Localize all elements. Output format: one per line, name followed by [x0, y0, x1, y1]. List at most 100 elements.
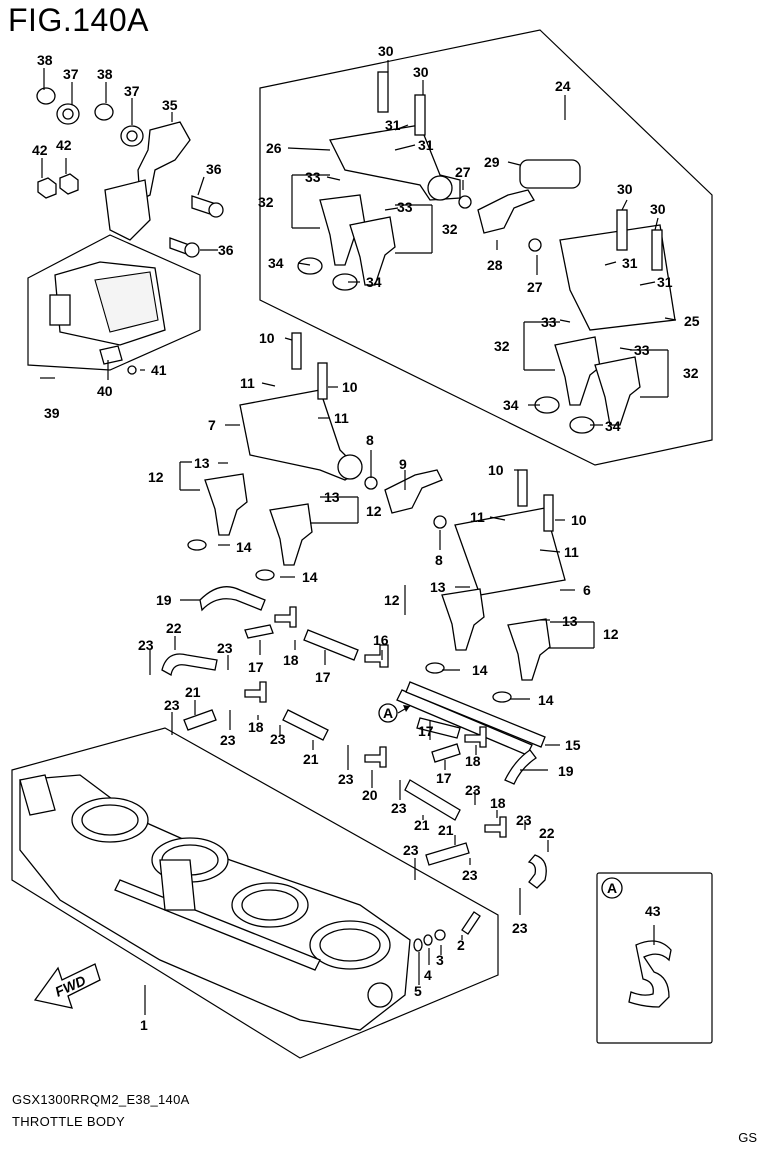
part-label-34b: 34 — [366, 274, 382, 290]
part-label-3: 3 — [436, 952, 444, 968]
part-label-12d: 12 — [603, 626, 619, 642]
detail-a-label: A — [607, 880, 617, 896]
part-label-11c: 11 — [470, 509, 485, 525]
part-label-11b: 11 — [334, 410, 349, 426]
part-label-14b: 14 — [302, 569, 318, 585]
part-label-20: 20 — [362, 787, 378, 803]
part-label-42b: 42 — [56, 137, 72, 153]
part-label-34a: 34 — [268, 255, 284, 271]
part-label-27b: 27 — [527, 279, 543, 295]
part-label-30b: 30 — [413, 64, 429, 80]
part-label-18c: 18 — [465, 753, 481, 769]
upper-fuel-rails — [297, 71, 676, 434]
part-label-33a: 33 — [305, 169, 321, 185]
part-label-23i: 23 — [516, 812, 532, 828]
part-label-14c: 14 — [472, 662, 488, 678]
part-label-32a: 32 — [258, 194, 274, 210]
part-label-7: 7 — [208, 417, 216, 433]
part-label-21c: 21 — [414, 817, 430, 833]
part-label-22a: 22 — [166, 620, 182, 636]
part-label-23j: 23 — [403, 842, 419, 858]
part-label-21b: 21 — [303, 751, 319, 767]
part-label-23h: 23 — [465, 782, 481, 798]
part-label-33b: 33 — [397, 199, 413, 215]
part-label-13c: 13 — [430, 579, 446, 595]
part-label-11d: 11 — [564, 544, 579, 560]
leader-lines — [40, 60, 677, 1015]
part-label-23a: 23 — [138, 637, 154, 653]
part-label-31d: 31 — [657, 274, 673, 290]
region-code: GS — [738, 1130, 757, 1145]
part-label-12a: 12 — [148, 469, 164, 485]
part-label-35: 35 — [162, 97, 178, 113]
part-label-23g: 23 — [391, 800, 407, 816]
part-label-12b: 12 — [366, 503, 382, 519]
part-label-30d: 30 — [650, 201, 666, 217]
part-label-10b: 10 — [342, 379, 358, 395]
part-label-1: 1 — [140, 1017, 148, 1033]
part-label-31a: 31 — [385, 117, 401, 133]
part-label-23l: 23 — [512, 920, 528, 936]
part-label-29: 29 — [484, 154, 500, 170]
part-label-26: 26 — [266, 140, 282, 156]
part-label-13a: 13 — [194, 455, 210, 471]
figure-name: THROTTLE BODY — [12, 1114, 125, 1129]
part-label-33c: 33 — [541, 314, 557, 330]
part-label-19a: 19 — [156, 592, 172, 608]
part-label-33d: 33 — [634, 342, 650, 358]
part-label-23e: 23 — [270, 731, 286, 747]
part-label-10a: 10 — [259, 330, 275, 346]
part-label-25: 25 — [684, 313, 700, 329]
part-label-32d: 32 — [683, 365, 699, 381]
part-label-8a: 8 — [366, 432, 374, 448]
ecu-group-frame — [27, 234, 201, 371]
part-label-14d: 14 — [538, 692, 554, 708]
part-label-10c: 10 — [488, 462, 504, 478]
model-code: GSX1300RRQM2_E38_140A — [12, 1092, 190, 1107]
part-label-39: 39 — [44, 405, 60, 421]
part-number-labels: 1 2 3 4 5 6 7 8 8 9 10 10 10 10 11 11 11… — [32, 43, 700, 1033]
part-label-6: 6 — [583, 582, 591, 598]
part-label-10d: 10 — [571, 512, 587, 528]
part-label-23b: 23 — [217, 640, 233, 656]
callout-a-marker: A — [378, 703, 411, 723]
throttle-body-assembly — [19, 774, 481, 1031]
ecu-unit — [49, 261, 166, 375]
part-label-37a: 37 — [63, 66, 79, 82]
part-label-23d: 23 — [220, 732, 236, 748]
part-label-21d: 21 — [438, 822, 454, 838]
part-label-23f: 23 — [338, 771, 354, 787]
part-label-36a: 36 — [206, 161, 222, 177]
part-label-38b: 38 — [97, 66, 113, 82]
part-label-32c: 32 — [494, 338, 510, 354]
callout-a-label: A — [383, 705, 393, 721]
part-label-41: 41 — [151, 362, 167, 378]
part-label-17c: 17 — [418, 723, 434, 739]
part-label-23k: 23 — [462, 867, 478, 883]
part-label-36b: 36 — [218, 242, 234, 258]
part-label-14a: 14 — [236, 539, 252, 555]
part-label-42a: 42 — [32, 142, 48, 158]
part-label-22b: 22 — [539, 825, 555, 841]
part-label-32b: 32 — [442, 221, 458, 237]
detail-a-inset: A — [601, 877, 672, 1008]
part-label-38a: 38 — [37, 52, 53, 68]
vacuum-hoses — [161, 586, 547, 889]
part-label-13b: 13 — [324, 489, 340, 505]
part-label-30c: 30 — [617, 181, 633, 197]
part-label-23c: 23 — [164, 697, 180, 713]
part-label-18b: 18 — [248, 719, 264, 735]
part-label-34c: 34 — [503, 397, 519, 413]
part-label-11a: 11 — [240, 375, 255, 391]
part-label-34d: 34 — [605, 418, 621, 434]
part-label-31c: 31 — [622, 255, 638, 271]
part-label-18d: 18 — [490, 795, 506, 811]
part-label-19b: 19 — [558, 763, 574, 779]
part-label-40: 40 — [97, 383, 113, 399]
figure-title: FIG.140A — [8, 2, 149, 38]
part-label-31b: 31 — [418, 137, 434, 153]
bracket-assembly — [36, 87, 224, 258]
part-label-5: 5 — [414, 983, 422, 999]
part-label-28: 28 — [487, 257, 503, 273]
